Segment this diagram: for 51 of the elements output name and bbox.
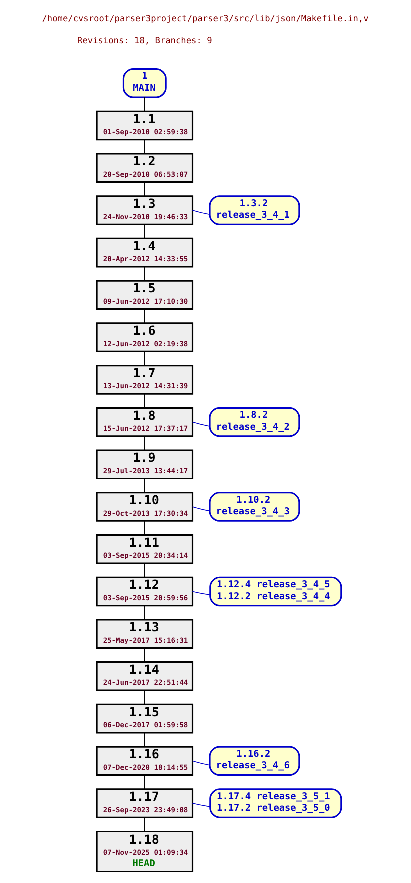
- connector: [192, 803, 211, 808]
- node-box: 1.11 03-Sep-2015 20:34:14: [96, 534, 194, 564]
- node-box: 1.12.4 release_3_4_5 1.12.2 release_3_4_4: [210, 576, 342, 607]
- connector: [144, 817, 146, 832]
- node-box: 1.10 29-Oct-2013 17:30:34: [96, 492, 194, 522]
- connector: [144, 394, 146, 408]
- node-box: 1.8 15-Jun-2012 17:37:17: [96, 407, 194, 438]
- connector: [192, 760, 210, 766]
- node-box: 1.18 07-Nov-2025 01:09:34 HEAD: [96, 830, 194, 873]
- connector: [144, 97, 146, 112]
- connector: [144, 774, 146, 790]
- node-box: 1.16.2 release_3_4_6: [209, 746, 300, 776]
- node-box: 1.5 09-Jun-2012 17:10:30: [96, 280, 194, 310]
- connector: [144, 308, 146, 324]
- node-box: 1.3 24-Nov-2010 19:46:33: [96, 196, 194, 226]
- node-box: 1.9 29-Jul-2013 13:44:17: [96, 450, 194, 480]
- label: Revisions: 18, Branches: 9: [78, 36, 212, 46]
- connector: [144, 182, 146, 197]
- connector: [144, 224, 146, 239]
- node-box: 1 MAIN: [122, 68, 167, 98]
- node-box: 1.13 25-May-2017 15:16:31: [96, 619, 194, 649]
- node-box: 1.10.2 release_3_4_3: [209, 492, 300, 522]
- node-box: 1.2 20-Sep-2010 06:53:07: [96, 153, 194, 184]
- connector: [144, 648, 146, 663]
- connector: [144, 266, 146, 282]
- connector: [192, 591, 211, 596]
- node-box: 1.12 03-Sep-2015 20:59:56: [96, 576, 194, 607]
- connector: [192, 506, 210, 512]
- node-box: 1.3.2 release_3_4_1: [209, 196, 300, 226]
- connector: [144, 436, 146, 451]
- node-box: 1.14 24-Jun-2017 22:51:44: [96, 662, 194, 692]
- connector: [144, 478, 146, 494]
- connector: [144, 605, 146, 620]
- connector: [192, 422, 210, 427]
- connector: [192, 210, 210, 216]
- node-box: 1.1 01-Sep-2010 02:59:38: [96, 110, 194, 141]
- node-box: 1.17 26-Sep-2023 23:49:08: [96, 788, 194, 818]
- node-box: 1.8.2 release_3_4_2: [209, 407, 300, 438]
- node-box: 1.17.4 release_3_5_1 1.17.2 release_3_5_0: [210, 788, 342, 818]
- node-box: 1.15 06-Dec-2017 01:59:58: [96, 704, 194, 734]
- connector: [144, 563, 146, 578]
- connector: [144, 351, 146, 366]
- node-box: 1.6 12-Jun-2012 02:19:38: [96, 322, 194, 352]
- connector: [144, 732, 146, 748]
- node-box: 1.16 07-Dec-2020 18:14:55: [96, 746, 194, 776]
- connector: [144, 520, 146, 536]
- node-box: 1.7 13-Jun-2012 14:31:39: [96, 365, 194, 395]
- connector: [144, 690, 146, 705]
- connector: [144, 140, 146, 154]
- diagram-title: /home/cvsroot/parser3project/parser3/src/lib/json/Makefile.in,v: [42, 14, 369, 24]
- node-box: 1.4 20-Apr-2012 14:33:55: [96, 238, 194, 268]
